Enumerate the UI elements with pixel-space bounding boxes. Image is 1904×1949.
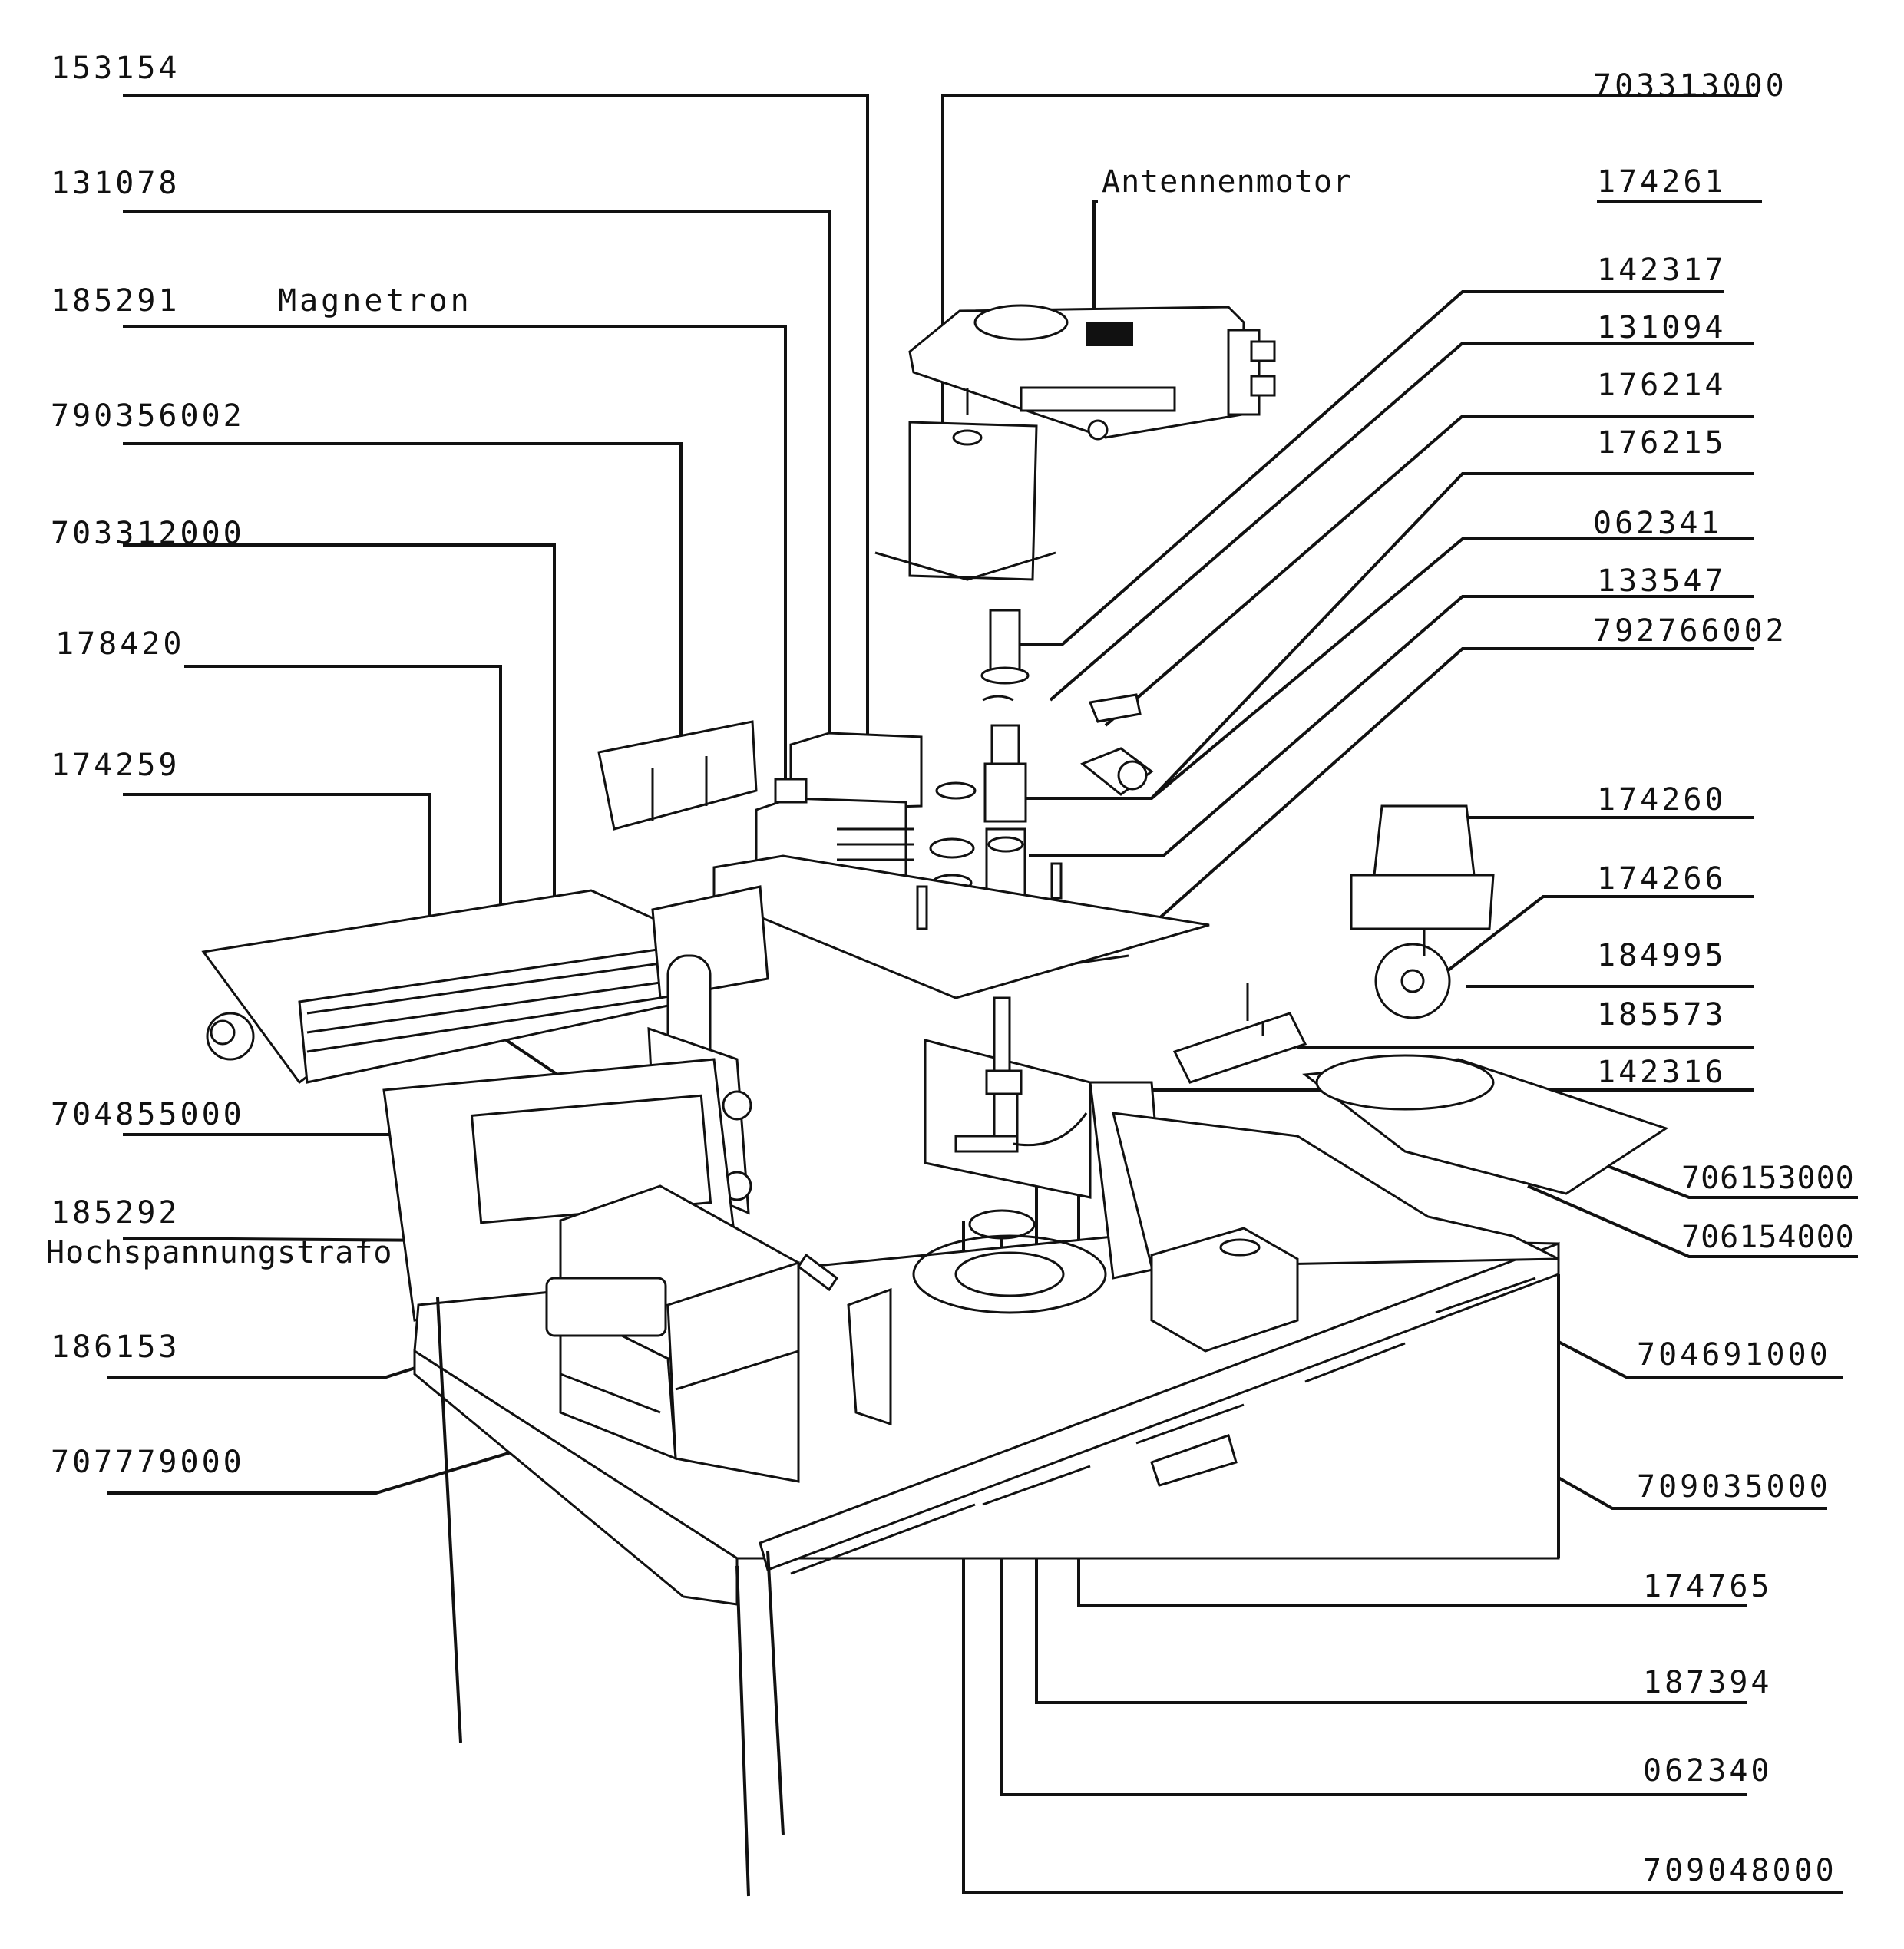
hv-transformer [545, 1184, 839, 1483]
label-185573: 185573 [1597, 997, 1727, 1032]
label-186153: 186153 [51, 1330, 180, 1365]
magnetron-bracket [597, 720, 758, 831]
leader-131078 [123, 210, 831, 768]
leader-176214 [1104, 415, 1754, 727]
leader-153154 [123, 94, 869, 741]
leader-706154000 [1527, 1184, 1858, 1258]
leader-790356002 [123, 442, 683, 748]
label-174259: 174259 [51, 748, 180, 783]
label-176215: 176215 [1597, 425, 1727, 461]
label-062340: 062340 [1643, 1753, 1773, 1789]
transformer-bracket [847, 1287, 892, 1426]
label-703313000: 703313000 [1593, 68, 1787, 104]
leader-062341 [1150, 537, 1754, 800]
fan-motor [201, 885, 769, 1085]
label-174260: 174260 [1597, 782, 1727, 818]
left-post [436, 1297, 462, 1743]
label-790356002: 790356002 [51, 398, 245, 434]
label-174266: 174266 [1597, 861, 1727, 897]
label-792766002: 792766002 [1593, 613, 1787, 649]
label-184995: 184995 [1597, 938, 1727, 973]
label-142316: 142316 [1597, 1055, 1727, 1090]
label-709035000: 709035000 [1637, 1469, 1831, 1505]
label-185291: 185291 [51, 283, 180, 319]
leader-176215 [1021, 472, 1754, 800]
control-box [1150, 1227, 1299, 1353]
leader-174259 [123, 793, 431, 944]
label-131078: 131078 [51, 166, 180, 201]
leader-792766002 [1150, 647, 1754, 927]
label-185292: 185292 [51, 1195, 180, 1231]
leader-131094 [1049, 342, 1754, 702]
label-174765: 174765 [1643, 1569, 1773, 1604]
leader-142317 [1006, 290, 1724, 646]
leader-185291 [123, 325, 787, 844]
leader-133547 [1029, 595, 1754, 857]
front-post-right [766, 1550, 785, 1835]
label-153154: 153154 [51, 51, 180, 86]
label-131094: 131094 [1597, 310, 1727, 345]
front-post-left [735, 1565, 750, 1897]
stirrer-motor [1350, 804, 1495, 1019]
leader-antennenmotor [1092, 200, 1098, 342]
label-706153000: 706153000 [1681, 1161, 1855, 1196]
drive-shaft [912, 996, 1107, 1314]
label-187394: 187394 [1643, 1665, 1773, 1700]
label-142317: 142317 [1597, 253, 1727, 288]
leader-703313000 [941, 94, 1758, 530]
label-704855000: 704855000 [51, 1097, 245, 1132]
label-178420: 178420 [55, 626, 185, 662]
label-magnetron: Magnetron [278, 283, 472, 319]
label-174261: 174261 [1597, 164, 1727, 200]
label-707779000: 707779000 [51, 1445, 245, 1480]
label-704691000: 704691000 [1637, 1337, 1831, 1373]
label-133547: 133547 [1597, 563, 1727, 599]
antenna-motor-bracket [874, 421, 1056, 581]
label-706154000: 706154000 [1681, 1220, 1855, 1255]
leader-174266 [1446, 895, 1754, 973]
label-709048000: 709048000 [1643, 1853, 1837, 1888]
label-062341: 062341 [1593, 506, 1723, 541]
label-176214: 176214 [1597, 368, 1727, 403]
stirrer-shaft-parts [980, 609, 1154, 923]
label-antennenmotor: Antennenmotor [1102, 164, 1352, 200]
resistor [1172, 983, 1307, 1084]
antenna-motor-assembly [908, 304, 1276, 441]
top-plate [712, 854, 1210, 999]
